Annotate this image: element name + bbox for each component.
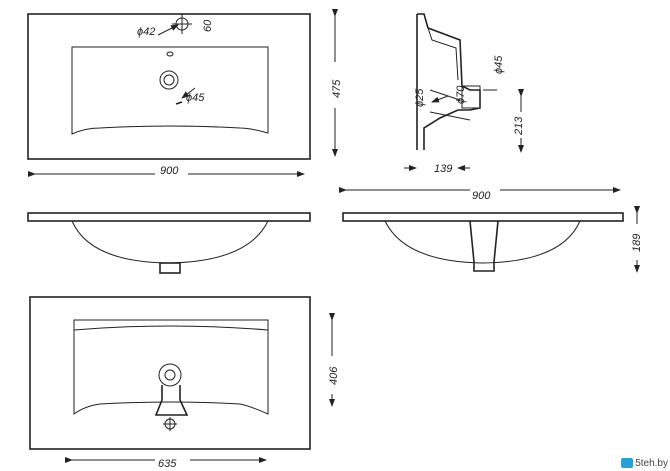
bottom-drain-inner (164, 369, 176, 381)
front-view-right: 900 189 (339, 187, 643, 273)
drain-outer (159, 70, 179, 90)
side-view: ϕ25 ϕ70 ϕ45 139 213 (404, 13, 525, 175)
watermark-logo-icon (621, 458, 634, 468)
top-view-basin (71, 46, 269, 135)
front-left-drain (159, 262, 181, 274)
tap-hole-offset-label: 60 (202, 19, 214, 32)
side-drain-body-label: ϕ70 (455, 85, 467, 104)
bottom-view: 635 406 (29, 296, 340, 470)
watermark: 5teh.by (621, 457, 668, 469)
front-view-width-label: 900 (472, 190, 491, 202)
drain-arrow (181, 87, 196, 99)
tap-hole-arrow (157, 24, 179, 36)
overflow-hole (166, 51, 174, 57)
front-view-height-label: 189 (631, 234, 643, 252)
bottom-drain-outer (158, 363, 182, 387)
bottom-view-depth-label: 406 (328, 366, 340, 385)
drain-inner (163, 74, 175, 86)
top-view-outline (27, 13, 311, 160)
side-depth-offset-label: 139 (434, 163, 452, 175)
bottom-view-outline (29, 296, 311, 450)
top-view-depth-label: 475 (331, 79, 343, 98)
front-left-countertop (27, 212, 311, 222)
side-drain-pipe-label: ϕ25 (414, 88, 426, 107)
side-drain-trap (461, 85, 481, 109)
front-view-left (27, 212, 311, 274)
front-right-drain (469, 220, 499, 272)
top-view: ϕ42 60 ϕ45 900 475 (27, 9, 343, 177)
watermark-text: 5teh.by (635, 457, 668, 469)
bottom-drain-pipe (154, 385, 189, 416)
top-view-width-label: 900 (160, 165, 179, 177)
tap-hole-diameter-label: ϕ42 (137, 26, 155, 38)
side-drain-arrow (431, 95, 449, 103)
bottom-view-width-label: 635 (158, 458, 177, 470)
front-left-bowl (71, 220, 269, 264)
bottom-view-basin (73, 319, 269, 415)
side-view-profile (416, 13, 481, 150)
front-right-countertop (342, 212, 624, 222)
side-drain-outlet-label: ϕ45 (493, 55, 505, 74)
side-height-label: 213 (513, 116, 525, 136)
front-right-bowl (384, 220, 581, 264)
drain-diameter-label: ϕ45 (186, 92, 205, 104)
